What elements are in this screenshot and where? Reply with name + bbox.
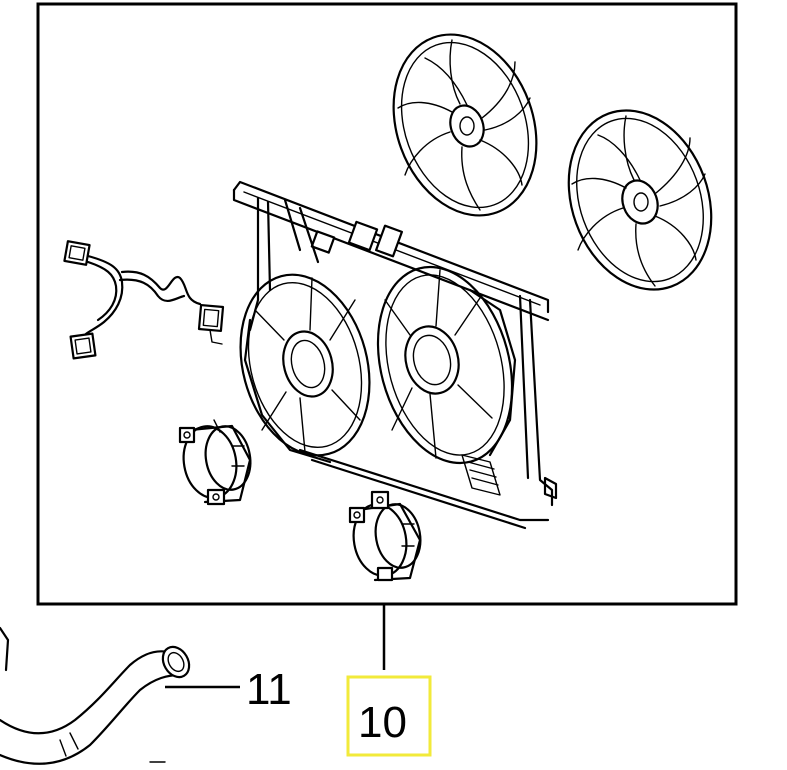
fan-blade-upper-1	[392, 33, 538, 217]
callout-10: 10	[358, 698, 407, 747]
fan-shroud	[232, 180, 558, 530]
fan-motor-1	[178, 419, 252, 506]
fan-blade-upper-2	[567, 109, 713, 291]
wiring-harness	[63, 240, 225, 360]
shroud-fan-ring-right	[376, 265, 517, 496]
callout-10-highlight	[346, 675, 432, 757]
callout-11: 11	[246, 665, 292, 714]
fan-motor-2	[348, 490, 422, 582]
assembly-frame	[36, 2, 738, 606]
hose	[0, 626, 191, 765]
shroud-fan-ring-left	[239, 273, 371, 464]
